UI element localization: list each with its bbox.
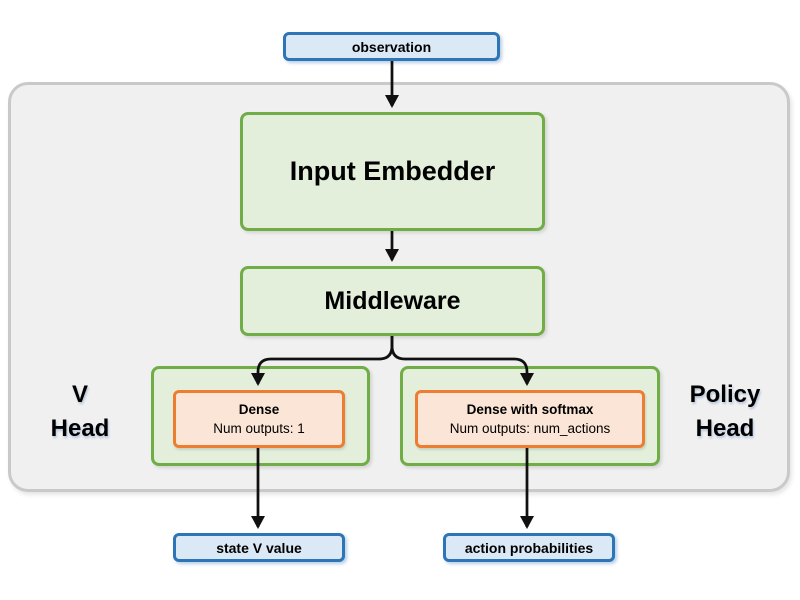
- label-v-head: V Head: [20, 378, 140, 446]
- node-state-v-value-label: state V value: [216, 539, 302, 556]
- node-dense-softmax-layer: Dense with softmax Num outputs: num_acti…: [415, 390, 645, 448]
- dense-softmax-layer-subtitle: Num outputs: num_actions: [449, 421, 611, 436]
- node-input-embedder: Input Embedder: [240, 112, 545, 231]
- label-v-head-line1: V: [71, 381, 88, 408]
- node-dense-layer: Dense Num outputs: 1: [173, 390, 345, 448]
- label-policy-head-line1: Policy: [689, 381, 761, 408]
- node-observation-label: observation: [351, 38, 432, 55]
- dense-softmax-layer-title: Dense with softmax: [466, 402, 594, 417]
- node-action-probabilities-label: action probabilities: [464, 539, 594, 556]
- label-policy-head: Policy Head: [657, 378, 793, 446]
- node-policy-head: Dense with softmax Num outputs: num_acti…: [400, 366, 660, 466]
- node-action-probabilities: action probabilities: [443, 533, 615, 562]
- node-middleware-label: Middleware: [324, 286, 461, 315]
- node-middleware: Middleware: [240, 266, 545, 336]
- node-v-head: Dense Num outputs: 1: [151, 366, 370, 466]
- dense-layer-title: Dense: [238, 402, 280, 417]
- node-state-v-value: state V value: [173, 533, 345, 562]
- label-policy-head-line2: Head: [695, 415, 755, 442]
- label-v-head-line2: Head: [50, 415, 110, 442]
- node-observation: observation: [283, 32, 500, 61]
- node-input-embedder-label: Input Embedder: [289, 156, 496, 186]
- dense-layer-subtitle: Num outputs: 1: [213, 421, 305, 436]
